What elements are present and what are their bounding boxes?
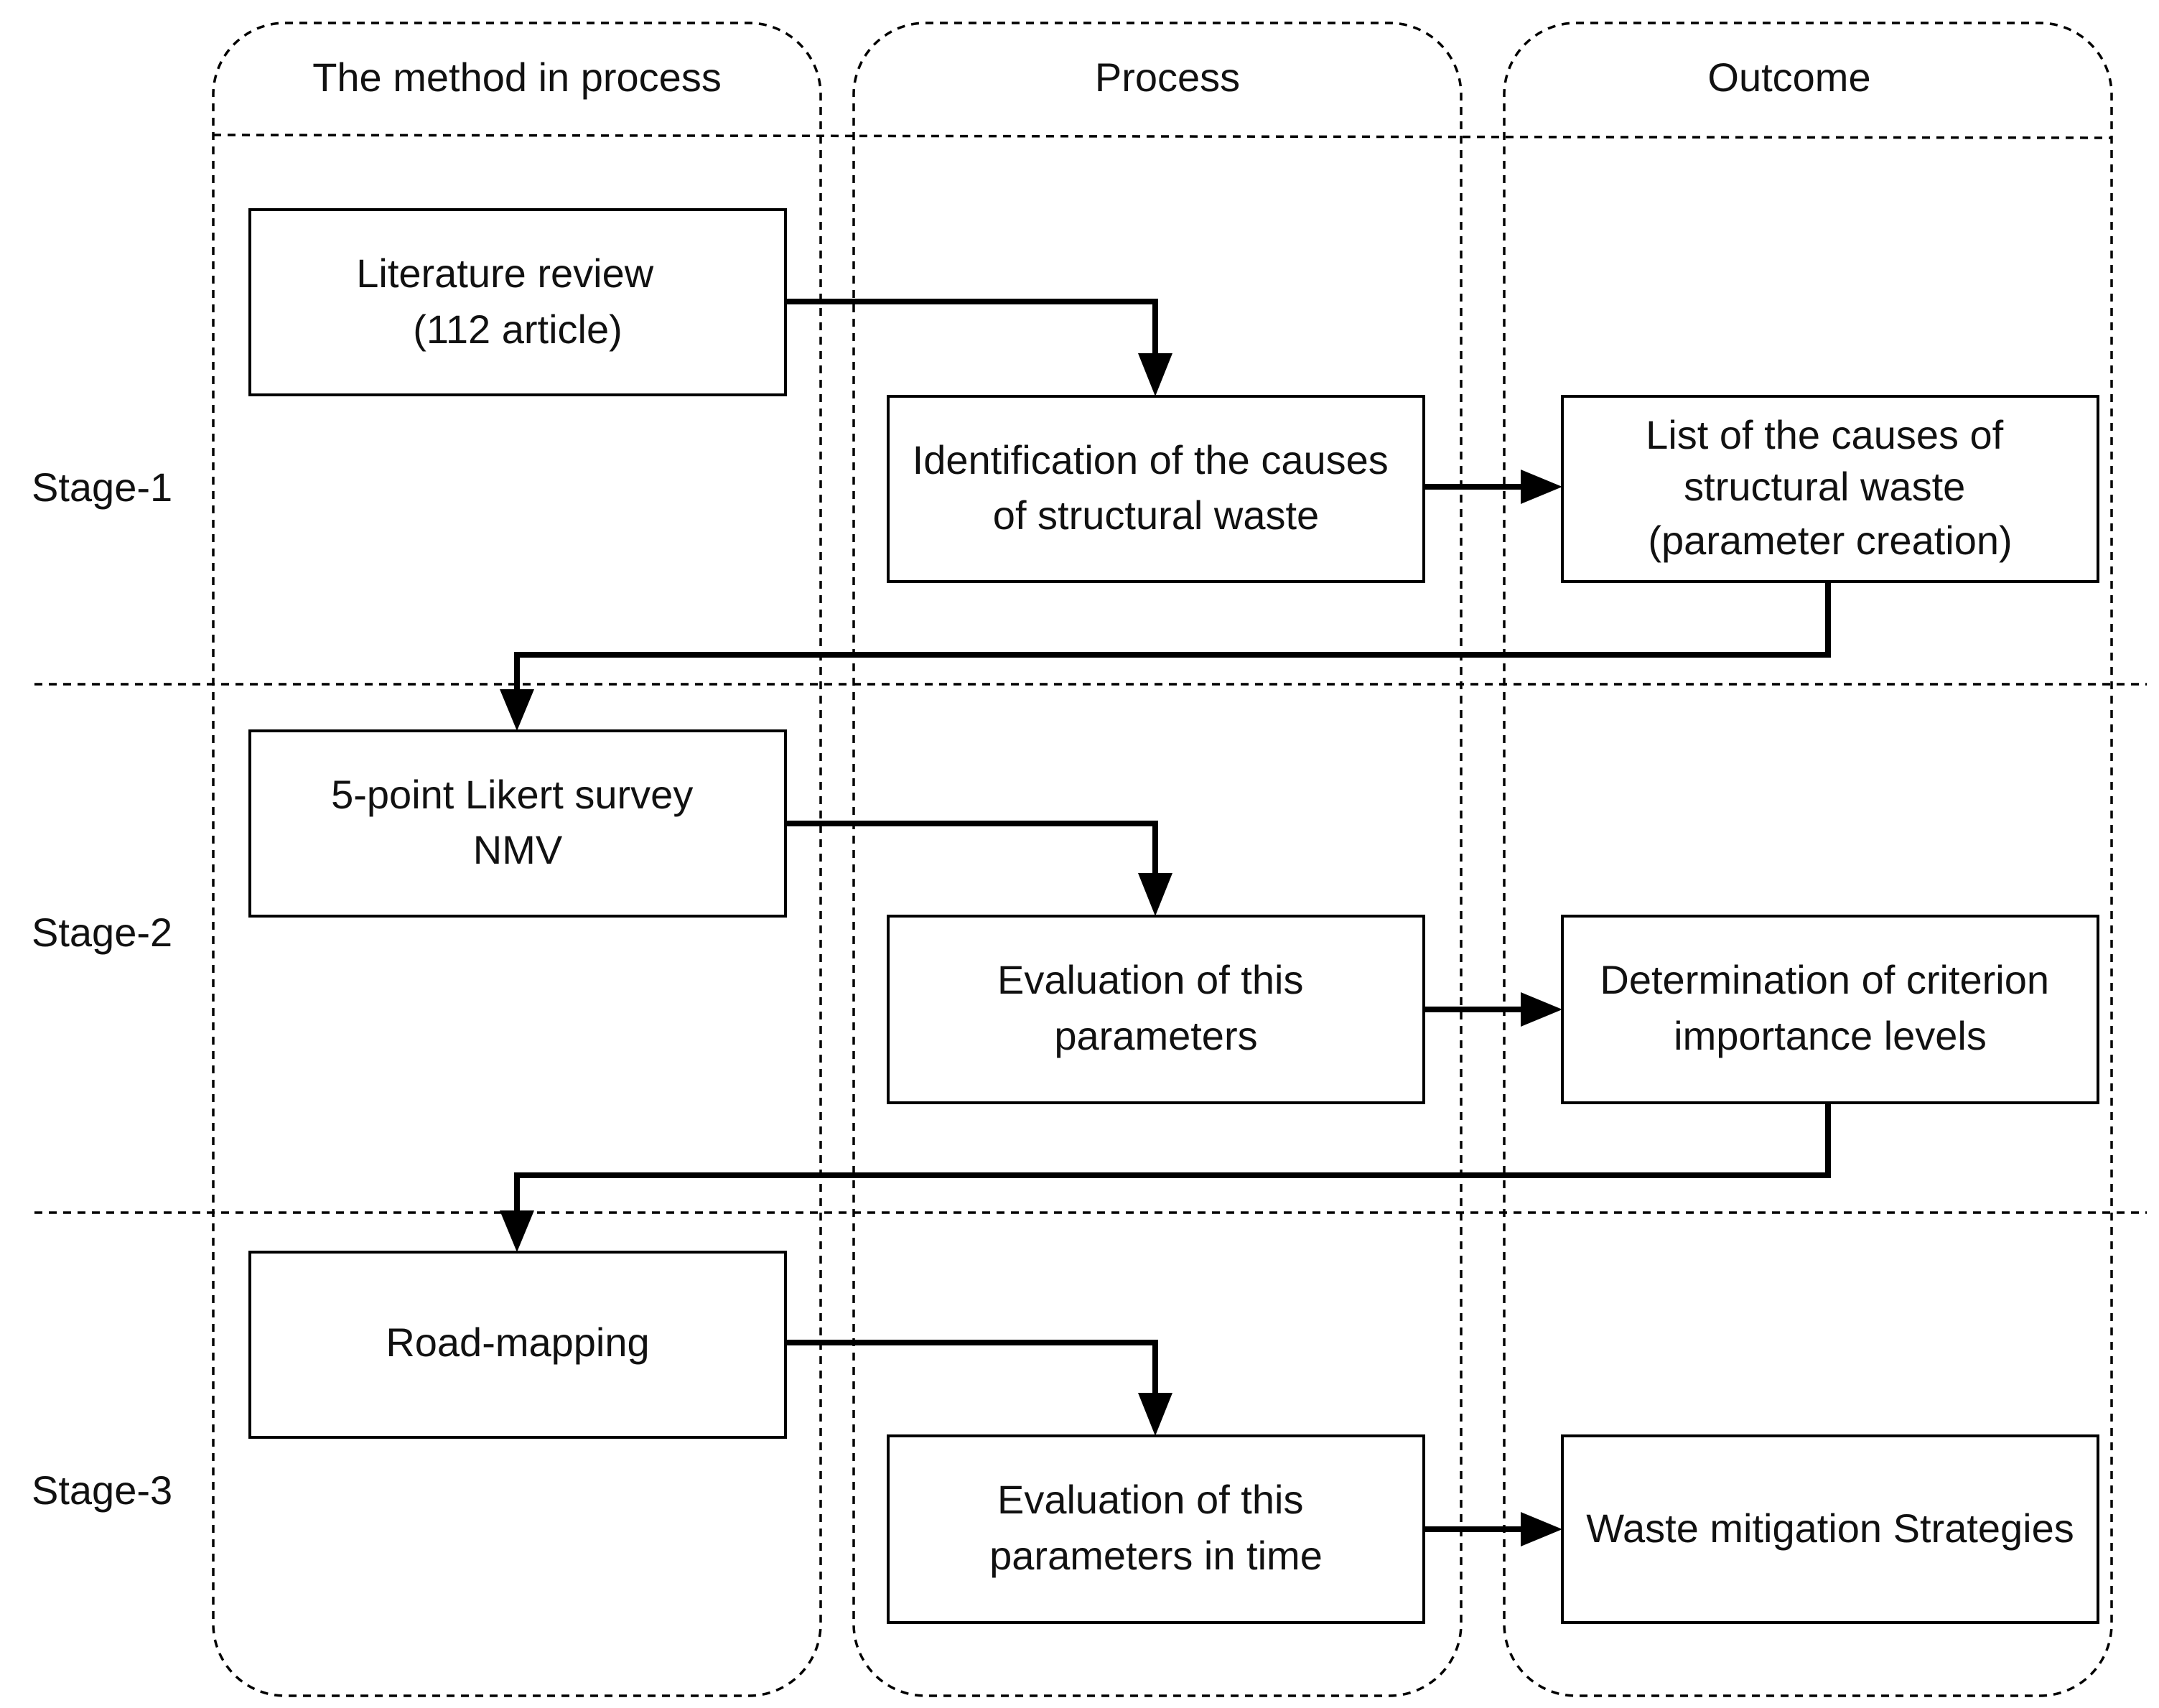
lane-method — [212, 22, 822, 1697]
column-title-outcome: Outcome — [1707, 55, 1870, 100]
arrowhead-evaluation-time-to-mitigation — [1521, 1512, 1562, 1546]
connector-literature-to-identification — [785, 299, 1158, 360]
column-title-method: The method in process — [312, 55, 722, 100]
box-list-causes-line-1: List of the causes of — [1646, 412, 2004, 457]
box-road-mapping: Road-mapping — [248, 1251, 787, 1439]
svg-text:List of the causes of st: List of the causes of structural waste (… — [1646, 412, 2015, 563]
connector-roadmapping-to-evaluation-time — [785, 1340, 1158, 1399]
connector-likert-to-evaluation — [785, 821, 1158, 879]
box-identification-causes: Identification of the causes of structur… — [887, 395, 1425, 583]
box-list-causes: List of the causes of structural waste (… — [1561, 395, 2099, 583]
arrowhead-determination-to-roadmapping — [500, 1210, 534, 1252]
box-evaluation-parameters-time: Evaluation of this parameters in time — [887, 1434, 1425, 1624]
stage-label-3: Stage-3 — [32, 1467, 172, 1513]
box-list-causes-line-3: (parameter creation) — [1648, 518, 2012, 563]
box-waste-mitigation-line-1: Waste mitigation Strategies — [1586, 1506, 2074, 1551]
svg-text:Evaluation of this para: Evaluation of this parameters — [997, 957, 1315, 1058]
lane-outcome — [1503, 22, 2113, 1697]
lane-process — [852, 22, 1463, 1697]
stage-label-2: Stage-2 — [32, 910, 172, 955]
box-identification-causes-line-2: of structural waste — [993, 493, 1319, 538]
box-determination-importance-line-1: Determination of criterion — [1600, 957, 2049, 1002]
box-literature-review-line-2: (112 article) — [413, 307, 622, 352]
connector-determination-to-roadmapping — [514, 1103, 1831, 1215]
box-determination-importance-line-2: importance levels — [1674, 1013, 1987, 1058]
header-divider — [213, 134, 2112, 139]
box-likert-survey-line-1: 5-point Likert survey — [331, 772, 693, 817]
box-evaluation-parameters: Evaluation of this parameters — [887, 915, 1425, 1104]
box-likert-survey-line-2: NMV — [473, 827, 563, 872]
arrowhead-roadmapping-to-evaluation-time — [1138, 1393, 1172, 1436]
arrowhead-evaluation-to-determination — [1521, 992, 1562, 1027]
box-evaluation-parameters-line-2: parameters — [1054, 1013, 1257, 1058]
box-determination-importance: Determination of criterion importance le… — [1561, 915, 2099, 1104]
box-evaluation-parameters-time-line-1: Evaluation of this — [997, 1477, 1303, 1522]
svg-text:5-point Likert survey NM: 5-point Likert survey NMV — [331, 772, 704, 872]
svg-text:Identification of the causes: Identification of the causes of structur… — [913, 437, 1400, 538]
arrowhead-identification-to-list — [1521, 470, 1562, 504]
column-title-process: Process — [1095, 55, 1240, 100]
stage-label-1: Stage-1 — [32, 465, 172, 510]
box-waste-mitigation: Waste mitigation Strategies — [1561, 1434, 2099, 1624]
arrowhead-literature-to-identification — [1138, 353, 1172, 396]
box-road-mapping-line-1: Road-mapping — [386, 1320, 649, 1365]
svg-text:Determination of criterion: Determination of criterion importance le… — [1600, 957, 2060, 1058]
svg-text:Evaluation of this para: Evaluation of this parameters in time — [989, 1477, 1323, 1578]
box-identification-causes-line-1: Identification of the causes — [913, 437, 1389, 482]
box-literature-review: Literature review (112 article) — [248, 208, 787, 396]
svg-text:Literature review (112 a: Literature review (112 article) — [356, 251, 665, 352]
connector-list-to-likert — [514, 582, 1831, 694]
box-list-causes-line-2: structural waste — [1684, 464, 1965, 509]
arrowhead-likert-to-evaluation — [1138, 873, 1172, 916]
box-likert-survey: 5-point Likert survey NMV — [248, 729, 787, 918]
box-evaluation-parameters-time-line-2: parameters in time — [989, 1533, 1323, 1578]
box-literature-review-line-1: Literature review — [356, 251, 654, 296]
box-evaluation-parameters-line-1: Evaluation of this — [997, 957, 1303, 1002]
arrowhead-list-to-likert — [500, 689, 534, 731]
